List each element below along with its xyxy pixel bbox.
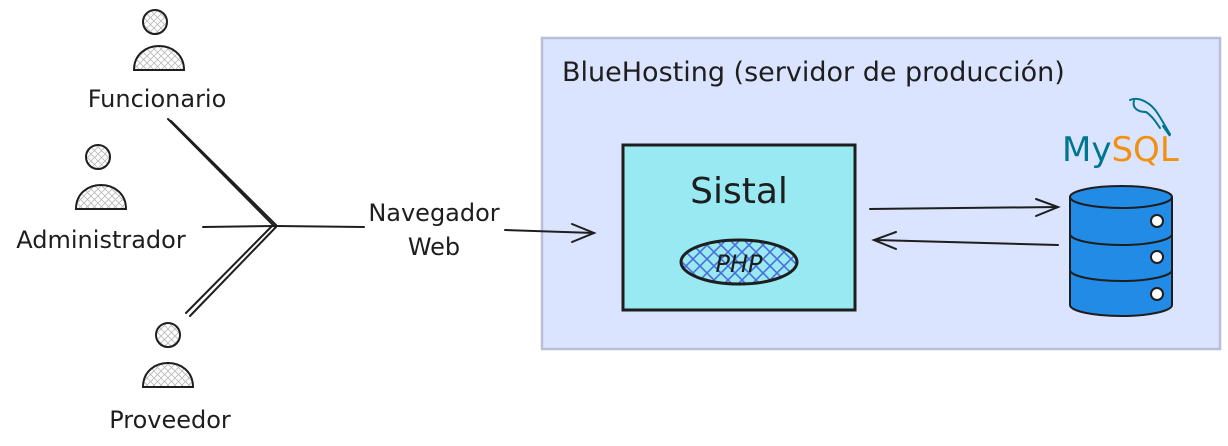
connection-label-line2: Web [408,233,460,261]
server-title: BlueHosting (servidor de producción) [562,57,1065,88]
app-name: Sistal [690,171,788,212]
database-icon [1069,185,1173,317]
actor-proveedor-icon [141,322,195,388]
connection-label-line1: Navegador [368,199,499,227]
actor-administrador-label: Administrador [16,226,186,254]
mysql-dolphin-icon [1129,98,1171,137]
mysql-logo-text: MySQL [1062,130,1179,170]
php-label: PHP [716,250,764,278]
app-to-db-arrow [869,198,1061,217]
actor-funcionario-label: Funcionario [88,85,227,113]
actor-funcionario-icon [132,9,186,71]
browser-to-app-arrow [504,223,597,243]
db-to-app-arrow [871,231,1059,250]
php-logo-icon [679,238,799,286]
actor-proveedor-label: Proveedor [109,406,231,434]
actor-connector-lines [167,118,365,317]
actor-administrador-icon [74,144,128,210]
